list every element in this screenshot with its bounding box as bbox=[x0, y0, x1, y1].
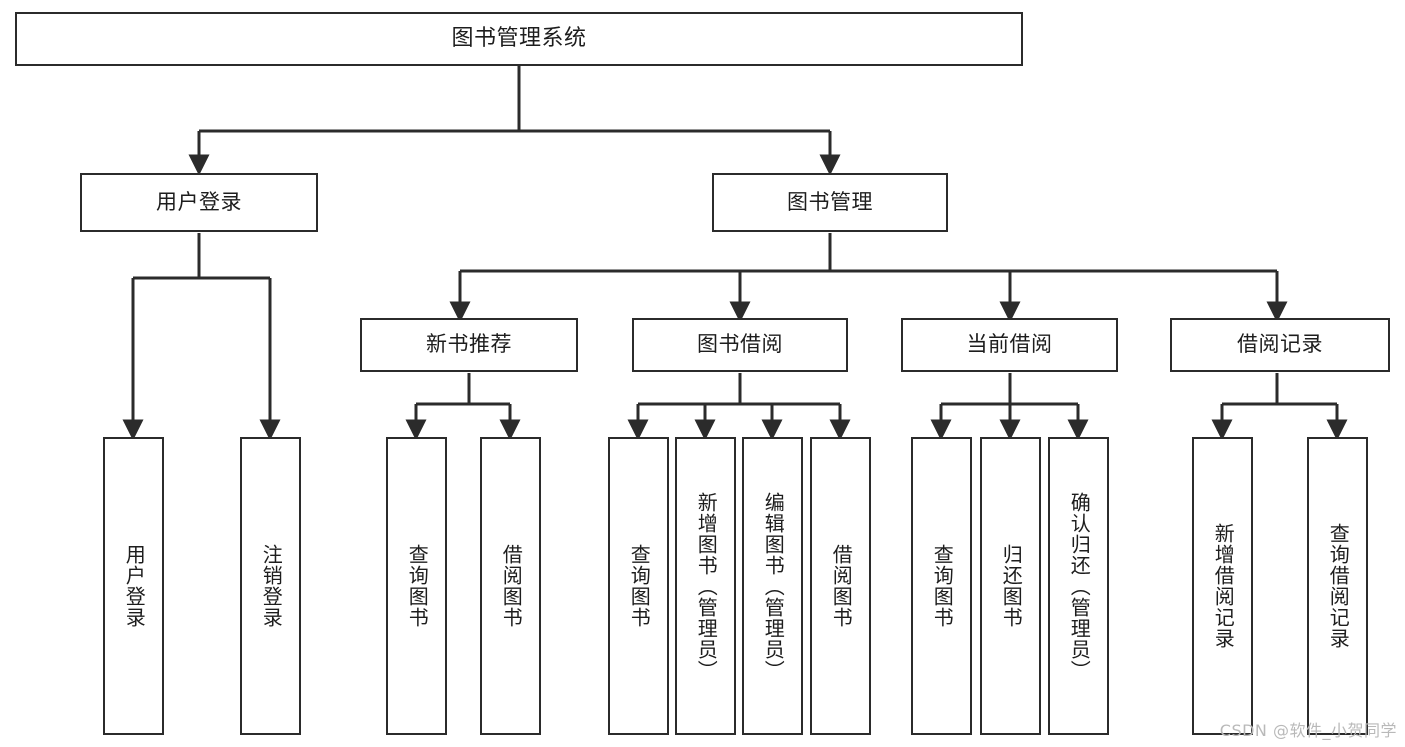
leaf-label: 查询图书 bbox=[930, 544, 955, 628]
leaf-label: 注销登录 bbox=[259, 544, 284, 628]
node-leaf-add-record[interactable]: 新增借阅记录 bbox=[1192, 437, 1253, 735]
node-new-book-recommend[interactable]: 新书推荐 bbox=[360, 318, 578, 372]
node-leaf-edit-book[interactable]: 编辑图书（管理员） bbox=[742, 437, 803, 735]
node-leaf-return-book[interactable]: 归还图书 bbox=[980, 437, 1041, 735]
node-user-login[interactable]: 用户登录 bbox=[80, 173, 318, 232]
leaf-label: 查询图书 bbox=[627, 544, 652, 628]
node-leaf-query-book-1[interactable]: 查询图书 bbox=[386, 437, 447, 735]
leaf-label: 确认归还（管理员） bbox=[1067, 491, 1092, 681]
node-leaf-logout[interactable]: 注销登录 bbox=[240, 437, 301, 735]
node-root[interactable]: 图书管理系统 bbox=[15, 12, 1023, 66]
leaf-label: 借阅图书 bbox=[829, 544, 854, 628]
node-leaf-add-book[interactable]: 新增图书（管理员） bbox=[675, 437, 736, 735]
node-leaf-user-login[interactable]: 用户登录 bbox=[103, 437, 164, 735]
leaf-label: 编辑图书（管理员） bbox=[761, 491, 786, 681]
leaf-label: 查询借阅记录 bbox=[1326, 523, 1351, 649]
leaf-label: 借阅图书 bbox=[499, 544, 524, 628]
node-leaf-confirm-return[interactable]: 确认归还（管理员） bbox=[1048, 437, 1109, 735]
leaf-label: 归还图书 bbox=[999, 544, 1024, 628]
leaf-label: 查询图书 bbox=[405, 544, 430, 628]
node-borrow-record[interactable]: 借阅记录 bbox=[1170, 318, 1390, 372]
node-current-borrow[interactable]: 当前借阅 bbox=[901, 318, 1118, 372]
node-book-borrow[interactable]: 图书借阅 bbox=[632, 318, 848, 372]
node-leaf-borrow-book-1[interactable]: 借阅图书 bbox=[480, 437, 541, 735]
leaf-label: 用户登录 bbox=[122, 544, 147, 628]
leaf-label: 新增借阅记录 bbox=[1211, 523, 1236, 649]
leaf-label: 新增图书（管理员） bbox=[694, 491, 719, 681]
node-leaf-query-book-2[interactable]: 查询图书 bbox=[608, 437, 669, 735]
node-leaf-borrow-book-2[interactable]: 借阅图书 bbox=[810, 437, 871, 735]
node-book-manage[interactable]: 图书管理 bbox=[712, 173, 948, 232]
node-leaf-query-book-3[interactable]: 查询图书 bbox=[911, 437, 972, 735]
node-leaf-query-record[interactable]: 查询借阅记录 bbox=[1307, 437, 1368, 735]
